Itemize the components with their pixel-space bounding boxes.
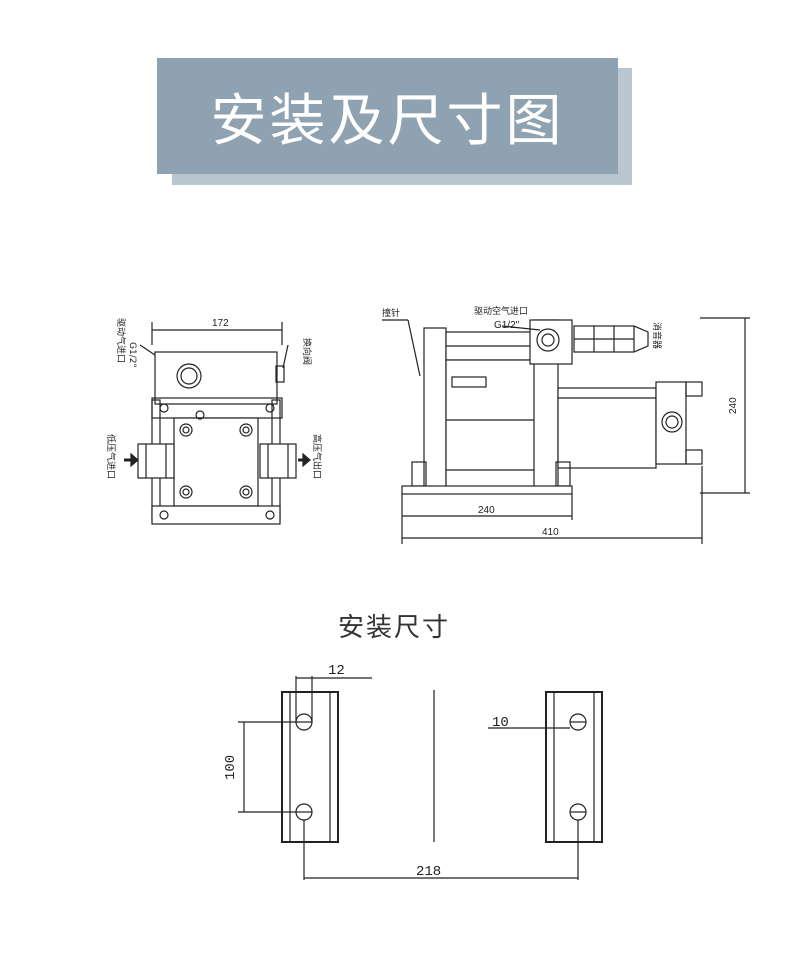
dim-side-base: 240 [478,505,495,516]
label-high-pressure: 高压气出口 [311,434,323,479]
banner-title: 安装及尺寸图 [210,88,565,154]
dim-hole: 12 [328,663,345,679]
dim-side-height: 240 [728,397,739,414]
label-drive-inlet: 驱动空气进口 [474,305,528,317]
mounting-view [238,676,603,880]
label-muffler: 消音器 [651,322,663,349]
label-ejector: 撞针 [382,307,400,319]
dim-slot: 10 [492,715,509,731]
label-low-pressure: 低压气进口 [105,434,117,479]
dim-side-total: 410 [542,527,559,538]
front-view [124,322,311,525]
dim-spacing: 100 [223,755,239,780]
label-reversing-valve: 换向阀 [301,338,313,365]
label-side-thread: G1/2" [494,320,520,331]
side-view [382,317,750,544]
banner: 安装及尺寸图 [157,58,618,174]
label-front-thread: G1/2" [127,342,137,368]
dim-center: 218 [416,864,441,880]
mounting-title: 安装尺寸 [338,613,450,643]
label-drive-air: 驱动气进口 [115,318,127,363]
dim-front-width: 172 [212,318,229,329]
